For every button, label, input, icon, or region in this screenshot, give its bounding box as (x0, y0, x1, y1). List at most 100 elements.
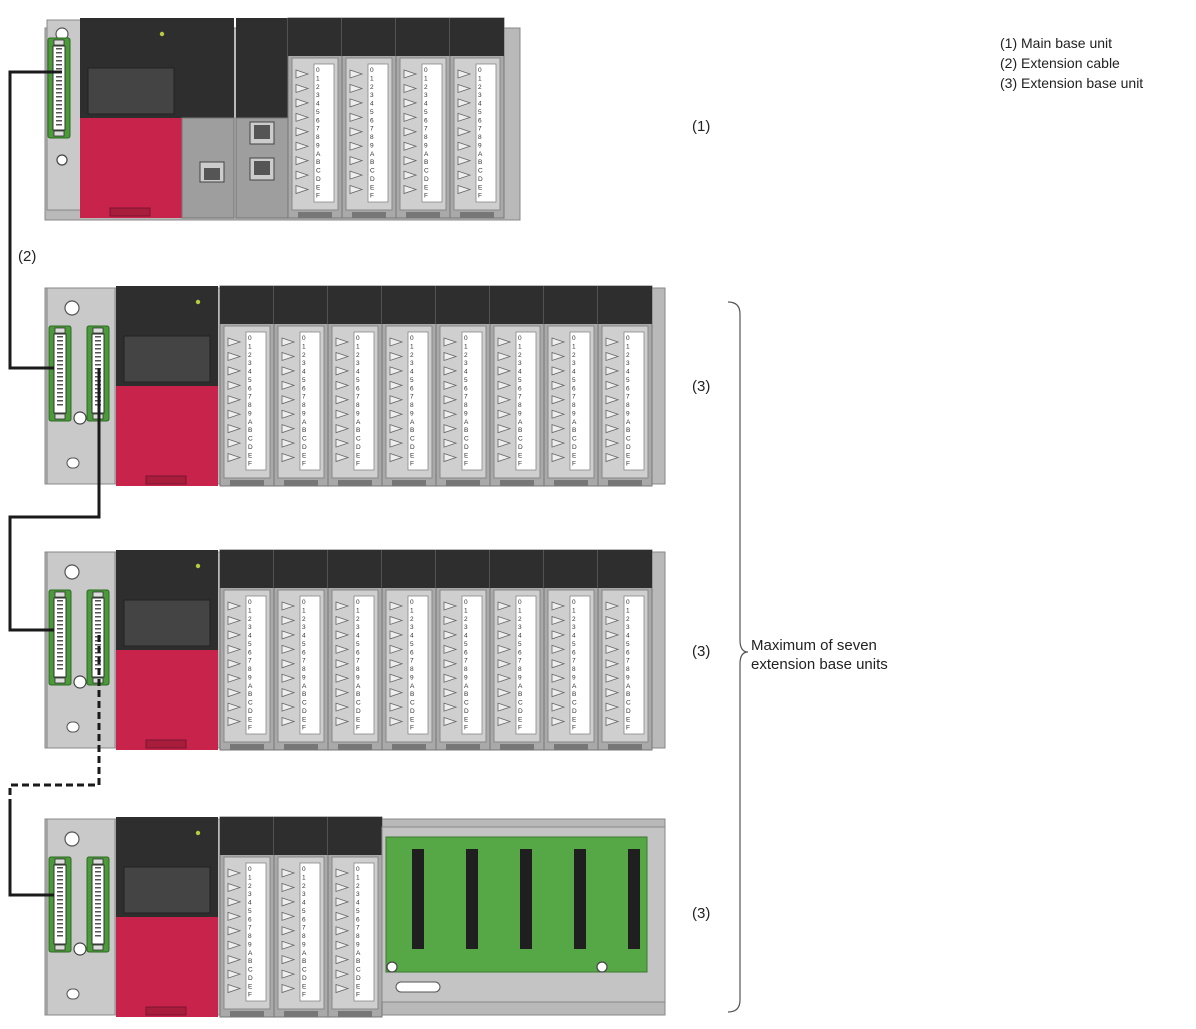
mounting-hole-icon (64, 300, 80, 316)
connector-pin (56, 100, 62, 102)
io-module-top (220, 550, 274, 588)
terminal-screw (497, 615, 512, 625)
channel-label: E (626, 452, 631, 459)
channel-label: 1 (518, 343, 522, 350)
terminal-screw (227, 409, 242, 419)
terminal-screw (281, 673, 296, 683)
channel-label: A (410, 419, 415, 426)
channel-label: C (248, 700, 253, 707)
terminal-screw (335, 659, 350, 669)
io-module-top (220, 286, 274, 324)
power-supply-tab (145, 1006, 187, 1016)
terminal-screw (389, 380, 404, 390)
channel-label: B (302, 427, 306, 434)
connector-pin (95, 871, 101, 873)
connector-pin (95, 911, 101, 913)
channel-label: 3 (572, 360, 576, 367)
terminal-screw (349, 98, 364, 108)
channel-label: 2 (302, 883, 306, 890)
channel-label: 7 (464, 658, 468, 665)
terminal-screw (389, 702, 404, 712)
connector-pin (95, 927, 101, 929)
channel-label: 2 (302, 352, 306, 359)
connector-pin (57, 336, 63, 338)
channel-label: 7 (356, 394, 360, 401)
io-module-top (598, 286, 652, 324)
terminal-screw (389, 351, 404, 361)
connector-pin (95, 899, 101, 901)
connector-pin (57, 344, 63, 346)
channel-label: 8 (518, 666, 522, 673)
channel-label: 3 (464, 624, 468, 631)
extension-cable-routing (8, 70, 101, 897)
terminal-screw (551, 688, 566, 698)
terminal-screw (295, 112, 310, 122)
base-slot (66, 988, 80, 1000)
channel-label: C (302, 436, 307, 443)
terminal-screw (443, 615, 458, 625)
main-base-unit: 0123456789ABCDEF0123456789ABCDEF01234567… (44, 17, 521, 221)
terminal-screw (335, 337, 350, 347)
terminal-screw (551, 380, 566, 390)
terminal-screw (335, 615, 350, 625)
terminal-screw (497, 644, 512, 654)
connector-pin (57, 380, 63, 382)
channel-label: A (572, 419, 577, 426)
connector-pin (95, 887, 101, 889)
terminal-screw (443, 688, 458, 698)
terminal-screw (389, 395, 404, 405)
channel-label: A (302, 950, 307, 957)
connector-pin (57, 903, 63, 905)
channel-label: 2 (424, 84, 428, 91)
channel-label: 5 (248, 641, 252, 648)
channel-label: 3 (478, 92, 482, 99)
terminal-screw (281, 630, 296, 640)
io-module-foot (554, 480, 588, 486)
channel-label: 4 (370, 101, 374, 108)
connector-latch (92, 591, 104, 598)
io-label-strip (353, 595, 375, 735)
terminal-screw (281, 984, 296, 994)
channel-label: 0 (356, 335, 360, 342)
channel-label: 3 (572, 624, 576, 631)
brace-label-line-2: extension base units (751, 656, 888, 673)
terminal-screw (227, 868, 242, 878)
channel-label: E (464, 452, 469, 459)
terminal-screw (551, 601, 566, 611)
channel-label: 5 (302, 908, 306, 915)
channel-label: 6 (316, 117, 320, 124)
channel-label: C (464, 700, 469, 707)
connector-pin (95, 356, 101, 358)
channel-label: 4 (518, 633, 522, 640)
connector-pin (57, 668, 63, 670)
channel-label: 6 (464, 649, 468, 656)
channel-label: D (464, 444, 469, 451)
channel-label: 9 (356, 674, 360, 681)
callout-main-base: (1) (692, 118, 711, 135)
channel-label: 7 (478, 126, 482, 133)
terminal-screw (281, 644, 296, 654)
terminal-screw (281, 380, 296, 390)
channel-label: E (410, 716, 415, 723)
terminal-screw (403, 185, 418, 195)
terminal-screw (403, 69, 418, 79)
channel-label: 2 (302, 616, 306, 623)
channel-label: 6 (572, 649, 576, 656)
channel-label: 9 (316, 142, 320, 149)
channel-label: A (410, 683, 415, 690)
channel-label: C (626, 436, 631, 443)
terminal-screw (551, 366, 566, 376)
io-label-strip (245, 331, 267, 471)
channel-label: 7 (248, 394, 252, 401)
channel-label: B (248, 958, 252, 965)
terminal-screw (335, 926, 350, 936)
channel-label: 4 (356, 900, 360, 907)
connector-pin (57, 352, 63, 354)
terminal-screw (605, 366, 620, 376)
connector-pin (95, 624, 101, 626)
terminal-screw (497, 438, 512, 448)
channel-label: 2 (356, 352, 360, 359)
